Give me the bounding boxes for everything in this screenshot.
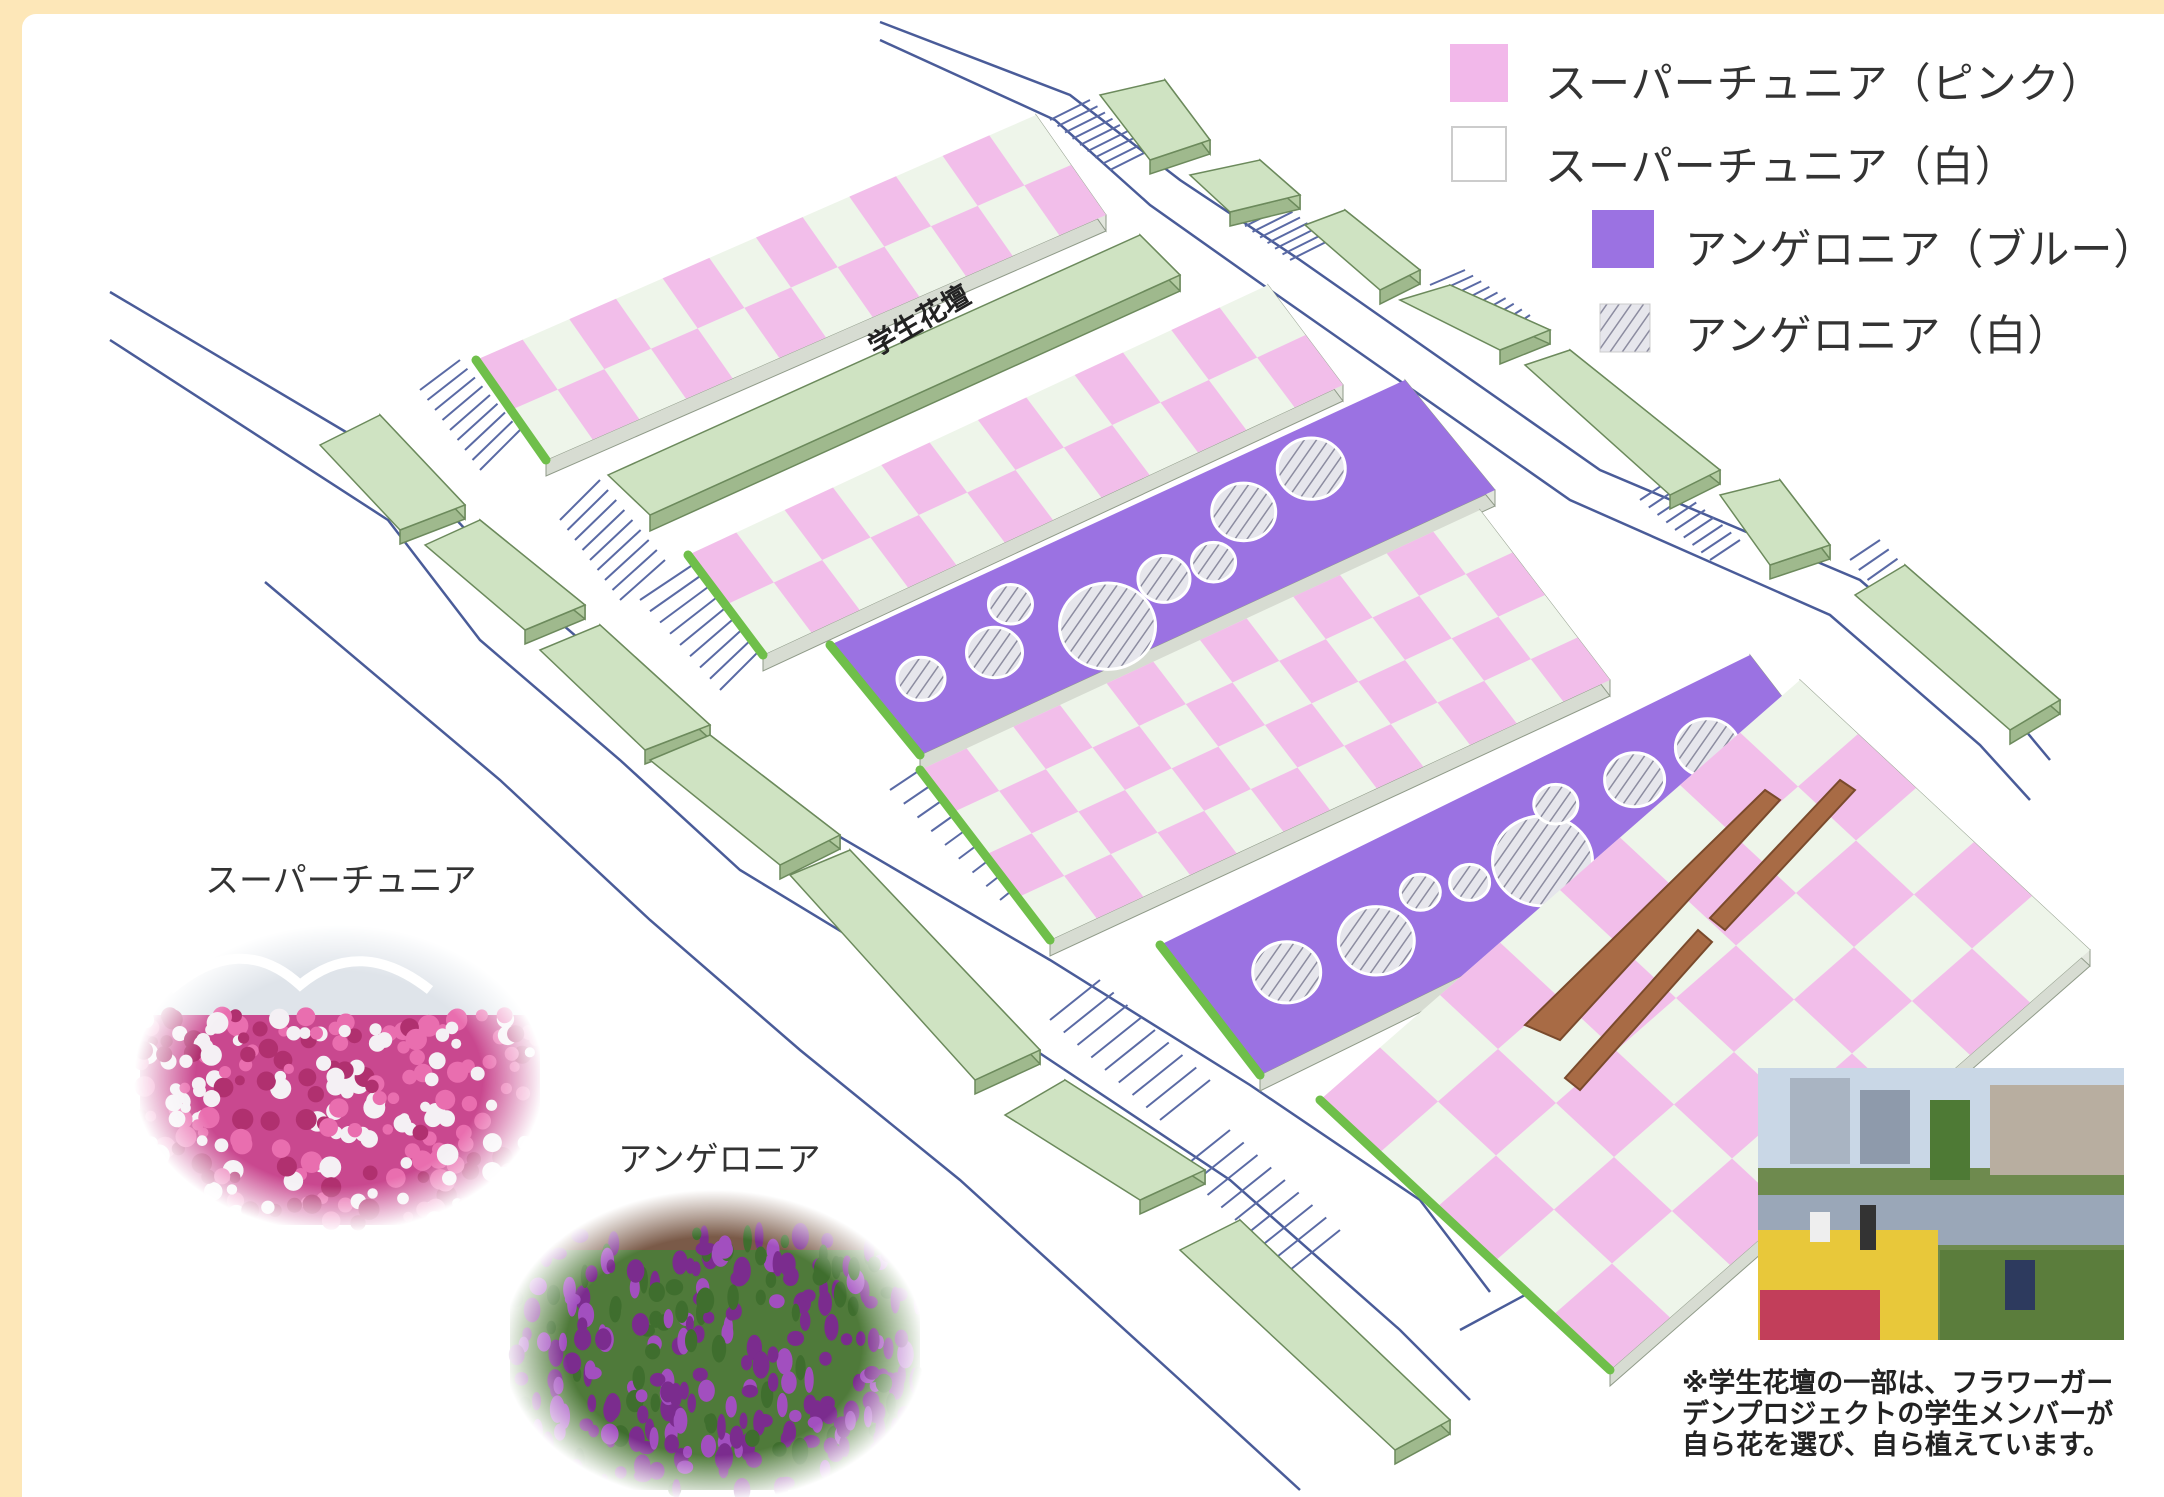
lawn-block [1853, 563, 2062, 746]
lawn-block [423, 518, 587, 646]
bed-angelonia-1 [825, 378, 1496, 772]
lawn-block [1098, 77, 1212, 176]
petunia-photo-title: スーパーチュニア [205, 861, 477, 901]
swatch-white-angelonia [1599, 303, 1651, 353]
lawn-block [1523, 348, 1722, 511]
lawn-block [318, 413, 467, 546]
lawn-block [1303, 208, 1422, 306]
petunia-photo [133, 925, 545, 1233]
lawn-block [648, 733, 842, 881]
legend-label-pink-petunia: スーパーチュニア（ピンク） [1545, 59, 2104, 108]
lawn-block [538, 623, 712, 766]
lawn-block [788, 848, 1042, 1096]
lawn-block [1718, 477, 1832, 581]
lawn-block [1188, 158, 1302, 227]
lawn-block [1397, 283, 1552, 366]
bed-petunia-1 [471, 113, 1107, 477]
bed-petunia-3 [915, 508, 1611, 957]
garden-photo [1758, 1068, 2124, 1340]
swatch-pink-petunia [1450, 44, 1508, 102]
wooden-benches [1523, 778, 1857, 1092]
lawn-block [1003, 1078, 1207, 1216]
student-bed-lawn [606, 233, 1182, 533]
bed-petunia-2 [683, 283, 1344, 672]
angelonia-photo [502, 1190, 926, 1497]
lawn-block [1178, 1218, 1452, 1466]
legend-swatches [1450, 44, 1654, 353]
angelonia-photo-title: アンゲロニア [618, 1140, 821, 1180]
swatch-blue-angelonia [1592, 210, 1654, 268]
legend-label-white-angelonia: アンゲロニア（白） [1685, 311, 2071, 360]
swatch-white-petunia [1451, 126, 1507, 182]
legend-label-white-petunia: スーパーチュニア（白） [1545, 142, 2018, 191]
legend-label-blue-angelonia: アンゲロニア（ブルー） [1685, 225, 2157, 274]
student-member-note: ※学生花壇の一部は、フラワーガー デンプロジェクトの学生メンバーが 自ら花を選び… [1682, 1368, 2114, 1461]
